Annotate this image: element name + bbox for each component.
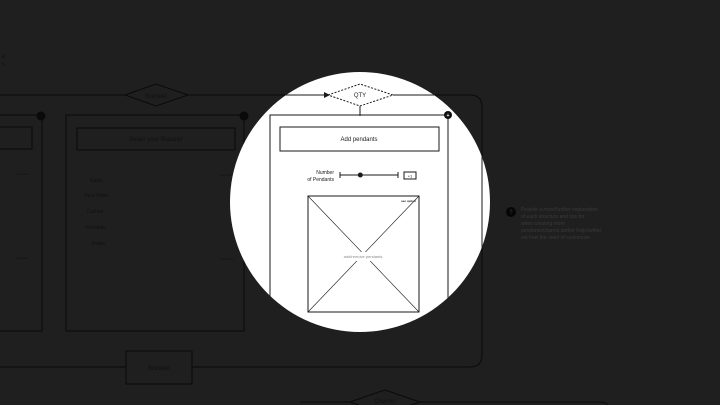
panel-mid-option-5: Snake: [91, 241, 105, 247]
panel-mid-header-box: [76, 127, 236, 151]
panel-left-side-label-a: see option: [15, 172, 29, 176]
slider-label-line1: Number: [316, 170, 334, 176]
image-placeholder-caption: add/remove pendants: [344, 254, 383, 259]
annotation-line-3: when creating more: [521, 221, 565, 227]
slider-label-line2: of Pendants: [307, 177, 334, 183]
panel-mid-option-1: Cable: [90, 178, 103, 184]
slider-value-text: +1: [408, 174, 413, 179]
decision-diamond-bracelet: [123, 83, 190, 107]
panel-main-header-box: [279, 126, 440, 152]
spotlight-circle: [230, 72, 490, 332]
flow-box-bottom-label: Bracelet: [148, 366, 170, 372]
slider-value-box[interactable]: [403, 171, 417, 180]
annotation-line-2: of each structure and tips for: [521, 214, 585, 220]
panel-mid-side-label-a: see option: [220, 173, 234, 177]
left-fragment-text-2: s: [2, 62, 5, 68]
decision-diamond-qty-label: QTY: [354, 93, 366, 99]
flow-box-bottom: [125, 350, 193, 385]
image-placeholder: [307, 195, 420, 313]
panel-mid: [65, 114, 245, 332]
annotation-badge: [506, 207, 516, 217]
annotation-badge-text: ?: [509, 210, 513, 216]
annotation-line-5: set how the need of customizer: [521, 235, 591, 241]
annotation-note: ? Provide a more/further explanation of …: [506, 207, 602, 241]
panel-mid-header: Select your Bracelet: [129, 137, 183, 143]
panel-mid-option-2: Fine Holes: [85, 193, 109, 199]
panel-left-side-label-b: see option: [15, 256, 29, 260]
panel-main: [269, 114, 449, 332]
annotation-line-4: pendants/charms and/or help further: [521, 228, 602, 234]
left-fragment-text-1: e: [2, 54, 6, 60]
dimmed-layer: e s Bracelet see option see option Selec…: [0, 54, 608, 405]
panel-mid-option-3: Curbed: [87, 209, 104, 215]
flow-line-right-loop: [192, 94, 483, 368]
decision-diamond-qty: [326, 83, 395, 107]
slider-knob[interactable]: [357, 172, 363, 178]
panel-mid-side-label-b: see option: [220, 257, 234, 261]
decision-diamond-charms-label: Charms: [374, 399, 395, 405]
panel-main-header: Add pendants: [340, 137, 377, 143]
panel-main-badge: [444, 111, 452, 119]
svg-text:+: +: [447, 113, 450, 119]
annotation-line-1: Provide a more/further explanation: [521, 207, 598, 213]
image-placeholder-tag: see option: [401, 199, 416, 203]
panel-left-badge: [36, 111, 46, 121]
decision-diamond-bracelet-label: Bracelet: [145, 94, 167, 100]
panel-left: [0, 114, 43, 332]
panel-mid-option-4: Rondelle: [86, 225, 106, 231]
panel-mid-badge: [239, 111, 249, 121]
